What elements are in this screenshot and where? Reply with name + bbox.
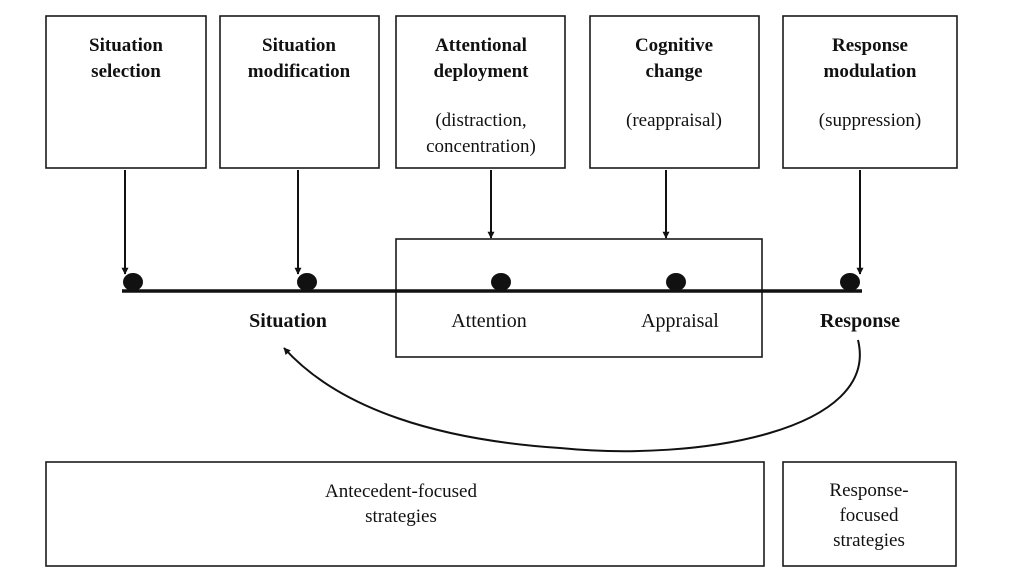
group-label-line: Response- [829, 480, 908, 501]
strategy-name-line: Response [832, 35, 908, 56]
strategy-detail-line: (suppression) [819, 110, 921, 131]
attention-appraisal-box [395, 238, 763, 358]
strategy-box [219, 15, 380, 169]
timeline-point-appraisal [666, 273, 686, 291]
strategy-name-line: Attentional [435, 35, 527, 56]
strategy-box [782, 15, 958, 169]
stage-label-appraisal: Appraisal [641, 310, 719, 332]
strategy-box [395, 15, 566, 169]
feedback-loop-arrow [283, 339, 861, 453]
strategy-box [589, 15, 760, 169]
group-response-focused: Response- focused strategies [782, 461, 957, 567]
group-box [782, 461, 957, 567]
timeline-point-selection [123, 273, 143, 291]
strategy-name-line: change [646, 61, 703, 82]
timeline-point-response [840, 273, 860, 291]
strategy-situation-selection: Situation selection [45, 15, 207, 169]
strategy-name-line: Situation [89, 35, 163, 56]
strategy-situation-modification: Situation modification [219, 15, 380, 169]
group-antecedent-focused: Antecedent-focused strategies [45, 461, 765, 567]
stage-label-situation: Situation [249, 310, 327, 332]
strategy-attentional-deployment: Attentional deployment (distraction, con… [395, 15, 566, 169]
stage-label-response: Response [820, 310, 900, 332]
strategy-name-line: deployment [434, 61, 530, 82]
timeline-point-attention [491, 273, 511, 291]
strategy-detail-line: (reappraisal) [626, 110, 722, 131]
group-label-line: strategies [833, 530, 905, 551]
strategy-name-line: modification [248, 61, 351, 82]
strategy-response-modulation: Response modulation (suppression) [782, 15, 958, 169]
strategy-name-line: Situation [262, 35, 336, 56]
strategy-name-line: Cognitive [635, 35, 713, 56]
stage-label-attention: Attention [451, 310, 527, 332]
strategy-name-line: selection [91, 61, 161, 82]
group-label-line: strategies [365, 506, 437, 527]
group-label-line: Antecedent-focused [325, 481, 477, 502]
strategy-cognitive-change: Cognitive change (reappraisal) [589, 15, 760, 169]
group-box [45, 461, 765, 567]
strategy-detail-line: concentration) [426, 136, 536, 157]
group-label-line: focused [839, 505, 899, 526]
timeline-point-situation [297, 273, 317, 291]
strategy-name-line: modulation [824, 61, 917, 82]
strategy-detail-line: (distraction, [435, 110, 526, 131]
strategy-box [45, 15, 207, 169]
